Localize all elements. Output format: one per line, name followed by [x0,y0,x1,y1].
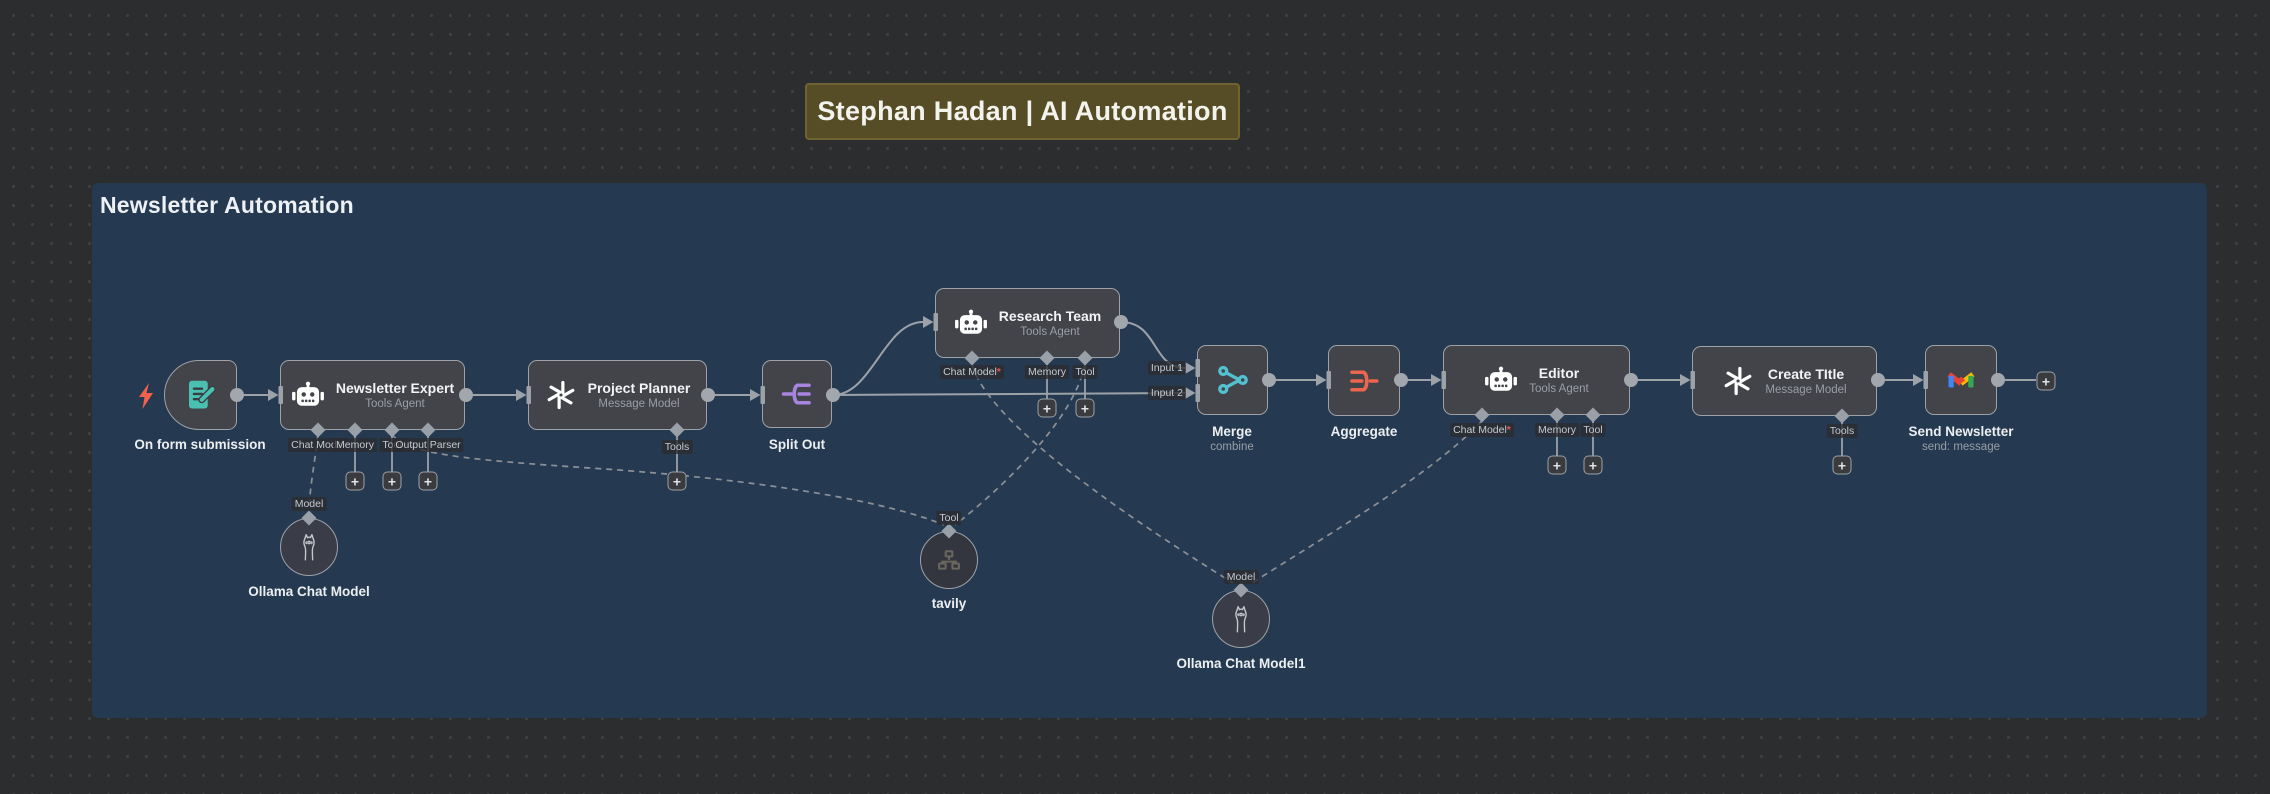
node-label-tavily: tavily [931,596,967,611]
port-label-memory: Memory [333,438,377,452]
node-subtitle: Tools Agent [1529,383,1589,395]
add-node-button[interactable]: + [2036,371,2056,391]
add-output-parser-button[interactable]: + [418,471,438,491]
port-label-chat-model-required: Chat Model* [1450,423,1514,437]
node-newsletter-expert[interactable]: Newsletter Expert Tools Agent [280,360,465,430]
node-label-ollama-chat-model: Ollama Chat Model [248,584,370,599]
add-tool-button[interactable]: + [1832,455,1852,475]
node-label-send-newsletter: Send Newsletter [1908,424,2014,439]
node-label-ollama-chat-model1: Ollama Chat Model1 [1176,656,1306,671]
port-label-model: Model [1223,570,1259,584]
node-tavily[interactable] [920,531,978,589]
node-on-form-submission[interactable] [164,360,237,430]
add-memory-button[interactable]: + [1037,398,1057,418]
port-label-chat-model-required: Chat Model* [940,365,1004,379]
split-out-icon [781,383,811,405]
node-aggregate[interactable] [1328,345,1400,416]
banner-title: Stephan Hadan | AI Automation [817,96,1228,126]
merge-input1-label: Input 1 [1147,361,1186,375]
node-editor[interactable]: Editor Tools Agent [1443,345,1630,415]
tavily-sitemap-icon [938,550,960,570]
node-subtitle: Tools Agent [1020,326,1080,338]
node-subtitle: Message Model [1765,384,1847,396]
ollama-llama-icon [303,533,315,561]
aggregate-icon [1350,369,1379,392]
trigger-bolt-icon [139,383,153,409]
merge-icon [1217,365,1248,395]
port-label-tools: Tools [1826,424,1858,438]
add-tool-button[interactable]: + [382,471,402,491]
port-label-output-parser: Output Parser [392,438,464,452]
node-label-on-form-submission: On form submission [134,437,266,452]
form-icon [188,380,216,409]
node-title: Newsletter Expert [335,380,455,396]
merge-input2-label: Input 2 [1147,386,1186,400]
port-label-tool: Tool [1580,423,1606,437]
robot-agent-icon [1485,366,1518,391]
node-create-title[interactable]: Create TItle Message Model [1692,346,1877,416]
port-label-tool: Tool [936,511,962,525]
robot-agent-icon [954,309,987,334]
port-label-tool: Tool [1072,365,1098,379]
node-subtitle: Message Model [598,398,680,410]
port-label-memory: Memory [1535,423,1579,437]
port-label-tools: Tools [661,440,693,454]
gmail-icon [1947,372,1975,388]
node-label-merge: Merge [1212,424,1252,439]
node-ollama-chat-model1[interactable] [1212,590,1270,648]
port-label-memory: Memory [1025,365,1069,379]
node-title: Research Team [998,308,1102,324]
node-sublabel-send-newsletter: send: message [1922,441,2000,453]
node-title: Editor [1538,365,1580,381]
add-tool-button[interactable]: + [1075,398,1095,418]
openai-icon [1725,366,1752,396]
ollama-llama-icon [1235,605,1247,633]
frame-title: Newsletter Automation [100,192,354,218]
add-tool-button[interactable]: + [1583,455,1603,475]
openai-icon [547,380,575,410]
node-subtitle: Tools Agent [365,398,425,410]
node-project-planner[interactable]: Project Planner Message Model [528,360,707,430]
sticky-note-banner[interactable]: Stephan Hadan | AI Automation [805,83,1240,140]
robot-agent-icon [291,381,324,406]
node-ollama-chat-model[interactable] [280,518,338,576]
node-send-newsletter[interactable] [1925,345,1997,415]
node-merge[interactable] [1197,345,1268,415]
port-label-model: Model [291,497,327,511]
node-label-split-out: Split Out [768,437,826,452]
node-research-team[interactable]: Research Team Tools Agent [935,288,1120,358]
node-title: Project Planner [587,380,691,396]
node-sublabel-merge: combine [1210,441,1254,453]
node-title: Create TItle [1767,366,1845,382]
node-split-out[interactable] [762,360,832,428]
node-label-aggregate: Aggregate [1330,424,1398,439]
add-memory-button[interactable]: + [1547,455,1567,475]
add-memory-button[interactable]: + [345,471,365,491]
add-tool-button[interactable]: + [667,471,687,491]
